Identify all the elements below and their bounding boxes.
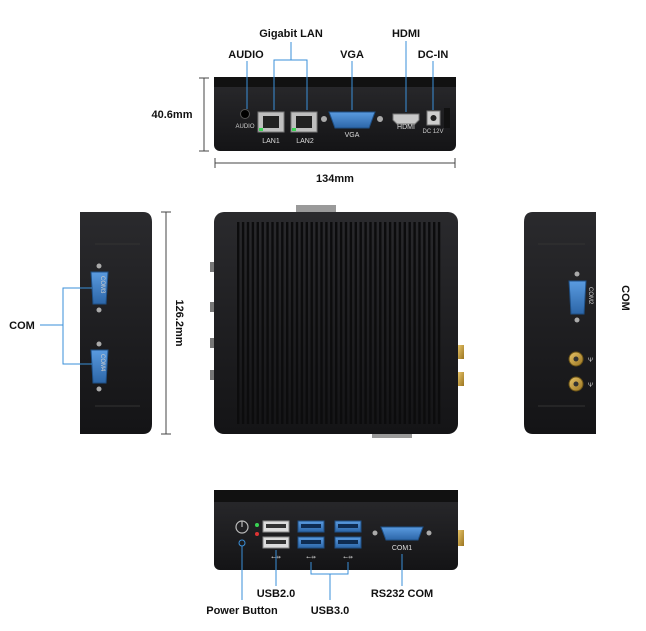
heatsink-fin: [325, 222, 328, 424]
height-dimension: [199, 77, 209, 152]
audio-port-label: AUDIO: [235, 124, 254, 130]
heatsink-fin: [388, 222, 392, 424]
callout-power-button: Power Button: [206, 605, 278, 617]
callout-gigabit-lan: Gigabit LAN: [259, 28, 323, 40]
heatsink-fin: [305, 222, 308, 424]
dimension-height: 40.6mm: [152, 109, 193, 121]
heatsink-fin: [354, 222, 357, 424]
heatsink-fin: [271, 222, 274, 424]
heatsink-fin: [281, 222, 284, 424]
left-chassis: [80, 212, 152, 434]
heatsink-fin: [251, 222, 255, 424]
callout-hdmi: HDMI: [392, 28, 420, 40]
com1-port-icon: [380, 526, 424, 541]
heatsink-fin: [266, 222, 269, 424]
callout-rs232-com: RS232 COM: [371, 588, 433, 600]
heatsink-fin: [290, 222, 294, 424]
heatsink-fin: [398, 222, 402, 424]
com4-port-label: COM4: [99, 354, 105, 372]
heatsink-fin: [433, 222, 436, 424]
hdmi-port-icon: [392, 113, 420, 125]
heatsink-fin: [408, 222, 411, 424]
rear-panel-view: AUDIO LAN1 LAN2 VGA HDMI DC 12V: [214, 77, 456, 151]
heatsink-fin: [423, 222, 426, 424]
front-callouts: [241, 546, 403, 600]
lan2-led-icon: [292, 128, 296, 131]
usb-symbol-icon: ⭠⇸: [343, 555, 353, 561]
com3-port-icon: [90, 271, 109, 305]
heatsink-fin: [237, 222, 240, 424]
heatsink-fin: [300, 222, 304, 424]
rear-callouts: [246, 41, 434, 112]
hdmi-port-label: HDMI: [397, 124, 415, 131]
usb-symbol-icon: ⭠⇸: [306, 555, 316, 561]
lan1-port-label: LAN1: [262, 138, 280, 145]
heatsink-fin: [428, 222, 431, 424]
heatsink-fin: [261, 222, 264, 424]
heatsink-fin: [359, 222, 362, 424]
heatsink-fin: [413, 222, 416, 424]
status-led-icon: [255, 523, 259, 527]
heatsink-fin: [349, 222, 353, 424]
callout-usb30: USB3.0: [311, 605, 350, 617]
heatsink-fin: [315, 222, 318, 424]
heatsink-fin: [276, 222, 279, 424]
com3-port-label: COM3: [99, 276, 105, 294]
heatsink-fin: [295, 222, 299, 424]
heatsink-fin: [379, 222, 382, 424]
callout-usb20: USB2.0: [257, 588, 296, 600]
dc-port-label: DC 12V: [422, 129, 443, 135]
heatsink-fin: [320, 222, 323, 424]
com1-port-label: COM1: [392, 545, 412, 552]
callout-com-right: COM: [619, 285, 631, 311]
lan1-led-icon: [259, 128, 263, 131]
top-heatsink-view: [210, 205, 464, 438]
right-side-view: COM2 Ψ Ψ: [524, 212, 596, 434]
heatsink-fin: [256, 222, 259, 424]
heatsink-fin: [246, 222, 250, 424]
width-dimension: [214, 158, 456, 168]
antenna-symbol-icon: Ψ: [588, 383, 593, 389]
heatsink-fin: [310, 222, 313, 424]
callout-audio: AUDIO: [228, 49, 264, 61]
heatsink-fin: [335, 222, 338, 424]
heatsink-fin: [364, 222, 367, 424]
com2-port-label: COM2: [587, 287, 593, 305]
heatsink-fin: [369, 222, 372, 424]
audio-jack-icon: [240, 109, 250, 119]
status-led-icon: [255, 532, 259, 536]
heatsink-fin: [344, 222, 348, 424]
lan2-port-label: LAN2: [296, 138, 314, 145]
heatsink-fin: [393, 222, 397, 424]
dimension-depth: 126.2mm: [173, 299, 185, 346]
com2-port-icon: [568, 280, 587, 315]
dimension-width: 134mm: [316, 173, 354, 185]
heatsink-fin: [437, 222, 441, 424]
heatsink-fin: [286, 222, 289, 424]
heatsink-fin: [339, 222, 343, 424]
vga-port-label: VGA: [345, 132, 360, 139]
left-side-view: COM3 COM4: [80, 212, 152, 434]
callout-vga: VGA: [340, 49, 364, 61]
callout-dc-in: DC-IN: [418, 49, 449, 61]
heatsink-fin: [241, 222, 245, 424]
top-vga-protrusion: [296, 205, 336, 215]
heatsink-fins: [237, 222, 441, 424]
antenna-symbol-icon: Ψ: [588, 358, 593, 364]
antenna-connector-icon: [458, 372, 464, 386]
heatsink-fin: [330, 222, 333, 424]
heatsink-fin: [418, 222, 421, 424]
heatsink-fin: [384, 222, 387, 424]
heatsink-fin: [374, 222, 377, 424]
rear-fin-strip: [214, 77, 456, 87]
callout-com-left: COM: [9, 320, 35, 332]
com4-port-icon: [90, 349, 109, 384]
depth-dimension: [161, 211, 171, 435]
left-com-callout: [40, 287, 92, 365]
vga-port-icon: [328, 111, 376, 129]
right-chassis: [524, 212, 596, 434]
heatsink-fin: [403, 222, 406, 424]
front-panel-view: ⭠⇸ ⭠⇸ ⭠⇸ COM1: [214, 490, 464, 570]
